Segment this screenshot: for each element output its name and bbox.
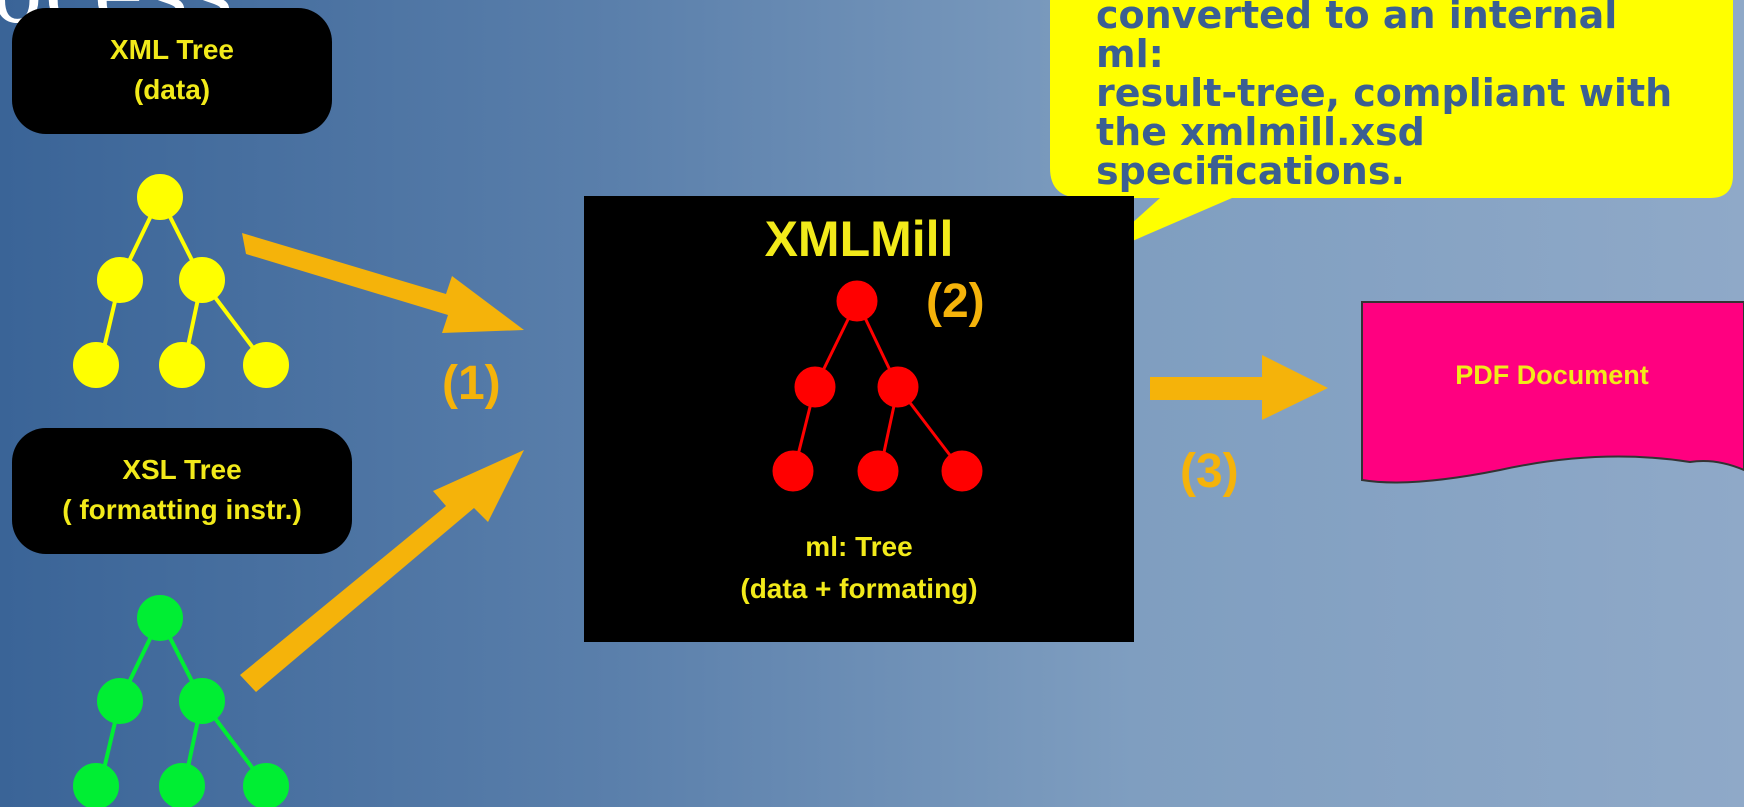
arrow-xml-to-mill bbox=[242, 233, 524, 333]
step-1-label: (1) bbox=[442, 357, 501, 410]
arrow-mill-to-pdf bbox=[1150, 355, 1328, 420]
arrow-xsl-to-mill bbox=[240, 450, 524, 692]
xml-tree-title: XML Tree bbox=[110, 34, 234, 65]
ml-tree-caption-line2: (data + formating) bbox=[740, 573, 978, 604]
xmlmill-title: XMLMill bbox=[764, 211, 954, 267]
pdf-document-label: PDF Document bbox=[1455, 360, 1649, 390]
xsl-formatting-tree bbox=[73, 595, 289, 807]
step-3-label: (3) bbox=[1180, 445, 1239, 498]
callout-line: result-tree, compliant with bbox=[1096, 71, 1673, 115]
ml-tree-caption-line1: ml: Tree bbox=[805, 531, 913, 562]
xsl-tree-subtitle: ( formatting instr.) bbox=[62, 494, 302, 525]
xml-data-tree bbox=[73, 174, 289, 388]
ml-tree-caption: ml: Tree (data + formating) bbox=[584, 526, 1134, 610]
xsl-tree-label: XSL Tree ( formatting instr.) bbox=[12, 428, 352, 554]
callout-line: converted to an internal ml: bbox=[1096, 0, 1618, 76]
callout-line: the xmlmill.xsd bbox=[1096, 110, 1425, 154]
xsl-tree-title: XSL Tree bbox=[122, 454, 242, 485]
step-2-label: (2) bbox=[926, 275, 985, 328]
callout-text: converted to an internal ml: result-tree… bbox=[1096, 0, 1696, 191]
arrows bbox=[240, 233, 1328, 692]
pdf-document-shape bbox=[1361, 301, 1744, 484]
xml-tree-subtitle: (data) bbox=[133, 74, 211, 105]
xml-tree-label: XML Tree (data) bbox=[12, 8, 332, 134]
ml-result-tree bbox=[772, 280, 983, 492]
callout-line: specifications. bbox=[1096, 149, 1405, 193]
xmlmill-box: XMLMill (2) ml: Tree (data + formating) bbox=[584, 196, 1134, 642]
callout-bubble bbox=[1050, 0, 1733, 258]
